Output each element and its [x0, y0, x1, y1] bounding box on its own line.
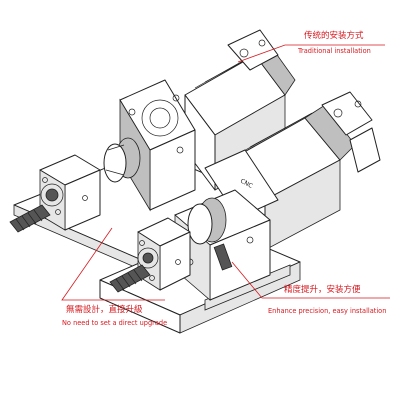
traditional-bearing-block [39, 154, 101, 231]
traditional-motor [119, 29, 296, 212]
traditional-ball-screw [9, 204, 51, 233]
improved-ball-screw [109, 264, 151, 293]
improved-assembly: CNC [99, 91, 381, 334]
traditional-label-cn: 传统的安装方式 [304, 30, 364, 41]
callout-enhance: 精度提升，安装方便 Enhance precision, easy instal… [231, 261, 390, 315]
no-upgrade-label-cn: 無需設計，直接升級 [66, 304, 143, 315]
enhance-label-en: Enhance precision, easy installation [268, 307, 386, 315]
improved-bearing-block [137, 217, 191, 291]
enhance-label-cn: 精度提升，安装方便 [284, 284, 361, 295]
callout-traditional: 传统的安装方式 Traditional installation [237, 30, 385, 63]
traditional-label-en: Traditional installation [297, 47, 371, 55]
traditional-coupling [103, 137, 141, 183]
callout-no-upgrade: 無需設計，直接升級 No need to set a direct upgrad… [61, 227, 167, 327]
no-upgrade-label-en: No need to set a direct upgrade [62, 319, 167, 327]
